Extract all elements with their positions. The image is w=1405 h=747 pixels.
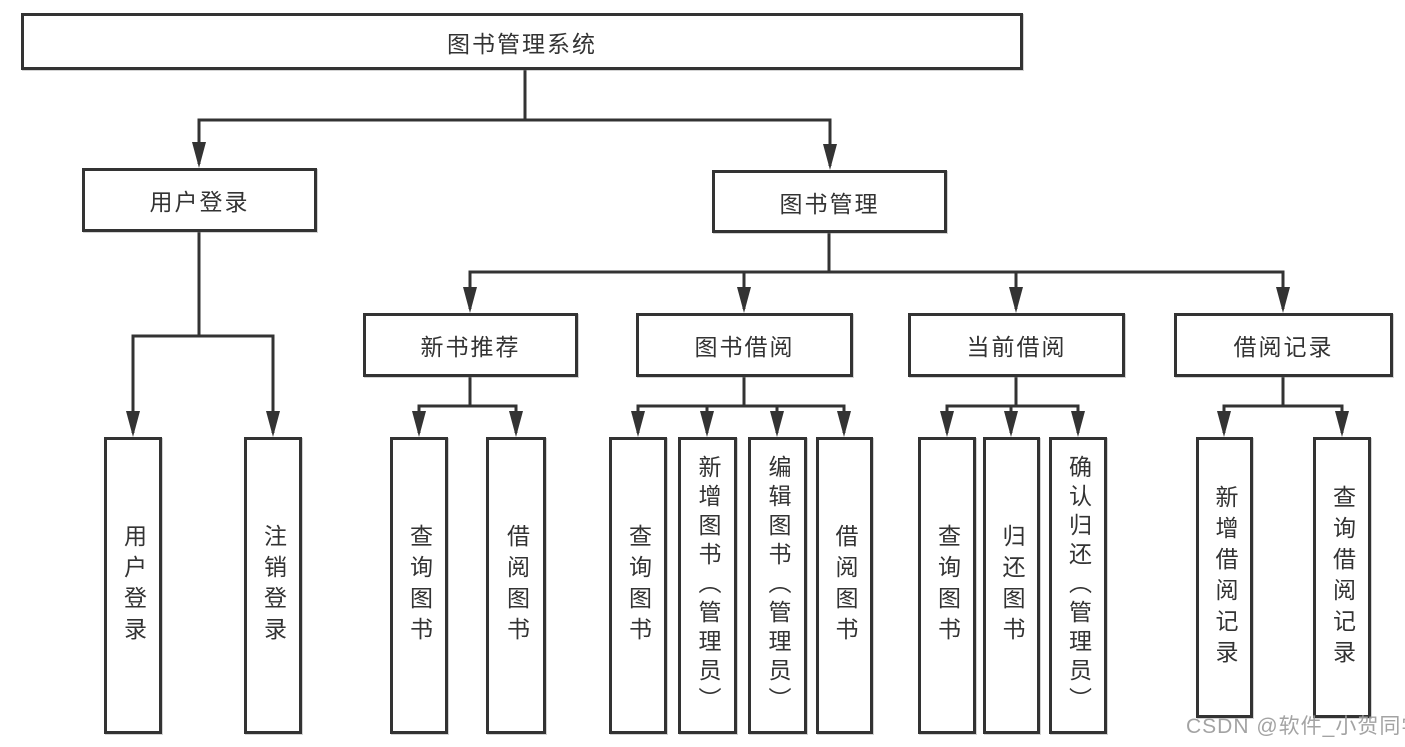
node-user-login-label: 用户登录 <box>149 189 250 215</box>
node-user-login: 用户登录 <box>82 168 317 232</box>
leaf-add-borrow-record: 新增借阅记录 <box>1196 437 1253 718</box>
leaf-return-books-label: 归还图书 <box>999 523 1025 648</box>
leaf-query-books-label: 查询图书 <box>406 523 433 648</box>
node-book-borrow-label: 图书借阅 <box>694 334 795 360</box>
node-current-borrow: 当前借阅 <box>908 313 1125 377</box>
node-book-borrow: 图书借阅 <box>636 313 853 377</box>
csdn-watermark: CSDN @软件_小贺同学 <box>1186 715 1405 738</box>
leaf-logout-label: 注销登录 <box>260 523 287 648</box>
node-book-management-label: 图书管理 <box>779 190 880 217</box>
leaf-confirm-return-admin-label: 确认归还（管理员） <box>1065 455 1092 716</box>
leaf-confirm-return-admin: 确认归还（管理员） <box>1049 437 1107 734</box>
leaf-borrow-books: 借阅图书 <box>816 437 873 734</box>
leaf-user-login: 用户登录 <box>104 437 162 734</box>
leaf-query-borrow-record-label: 查询借阅记录 <box>1329 484 1356 671</box>
leaf-query-books-label: 查询图书 <box>625 523 652 648</box>
leaf-add-borrow-record-label: 新增借阅记录 <box>1212 484 1238 671</box>
leaf-user-login-label: 用户登录 <box>120 523 147 648</box>
leaf-borrow-books: 借阅图书 <box>486 437 546 734</box>
node-new-book-recommend: 新书推荐 <box>363 313 578 377</box>
leaf-add-books-admin: 新增图书（管理员） <box>678 437 737 734</box>
node-new-book-recommend-label: 新书推荐 <box>420 334 521 360</box>
leaf-return-books: 归还图书 <box>983 437 1040 734</box>
node-borrow-records: 借阅记录 <box>1174 313 1393 377</box>
leaf-edit-books-admin-label: 编辑图书（管理员） <box>765 455 791 716</box>
leaf-query-books: 查询图书 <box>918 437 976 734</box>
leaf-logout: 注销登录 <box>244 437 302 734</box>
leaf-query-books: 查询图书 <box>390 437 448 734</box>
node-current-borrow-label: 当前借阅 <box>966 334 1067 360</box>
node-book-management: 图书管理 <box>712 170 947 233</box>
leaf-edit-books-admin: 编辑图书（管理员） <box>748 437 807 734</box>
leaf-query-books: 查询图书 <box>609 437 667 734</box>
node-root-library-system: 图书管理系统 <box>21 13 1023 70</box>
node-root-label: 图书管理系统 <box>447 30 597 57</box>
leaf-query-books-label: 查询图书 <box>934 523 961 648</box>
leaf-borrow-books-label: 借阅图书 <box>503 523 530 648</box>
leaf-add-books-admin-label: 新增图书（管理员） <box>695 455 721 716</box>
leaf-borrow-books-label: 借阅图书 <box>832 523 858 648</box>
node-borrow-records-label: 借阅记录 <box>1233 334 1334 360</box>
leaf-query-borrow-record: 查询借阅记录 <box>1313 437 1371 718</box>
